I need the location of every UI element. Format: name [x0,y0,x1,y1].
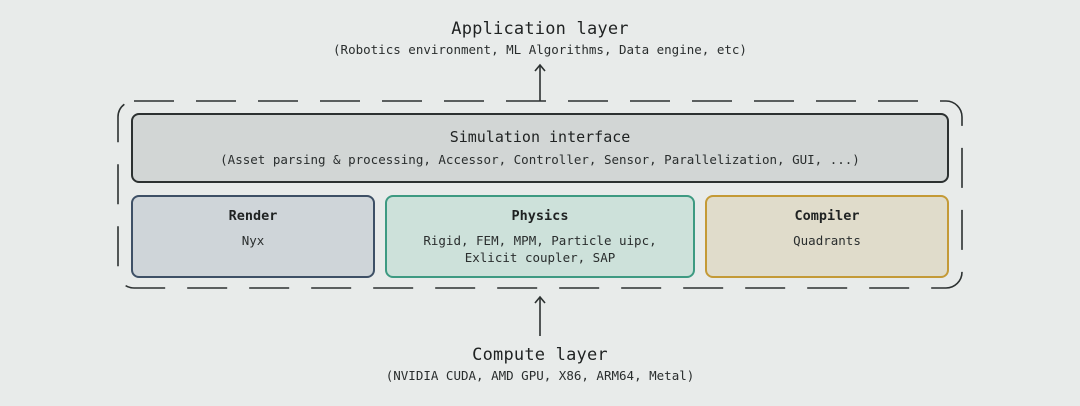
compiler-box: Compiler Quadrants [705,195,949,278]
physics-box: Physics Rigid, FEM, MPM, Particle uipc, … [385,195,695,278]
simulation-interface-title: Simulation interface [449,128,631,146]
render-box: Render Nyx [131,195,375,278]
compiler-description: Quadrants [793,233,861,248]
application-layer-subtitle: (Robotics environment, ML Algorithms, Da… [333,42,747,57]
physics-description: Rigid, FEM, MPM, Particle uipc, Exlicit … [423,233,657,265]
render-title: Render [228,208,278,224]
arrow-up-to-application [534,63,546,101]
compute-layer-title: Compute layer [472,345,608,365]
simulation-interface-subtitle: (Asset parsing & processing, Accessor, C… [220,152,860,167]
arrow-up-from-compute [534,295,546,336]
render-description: Nyx [241,233,265,248]
physics-title: Physics [511,208,569,224]
application-layer-title: Application layer [451,19,629,39]
compiler-title: Compiler [794,208,860,224]
compute-layer-subtitle: (NVIDIA CUDA, AMD GPU, X86, ARM64, Metal… [385,368,695,383]
simulation-interface-box: Simulation interface (Asset parsing & pr… [131,113,949,183]
